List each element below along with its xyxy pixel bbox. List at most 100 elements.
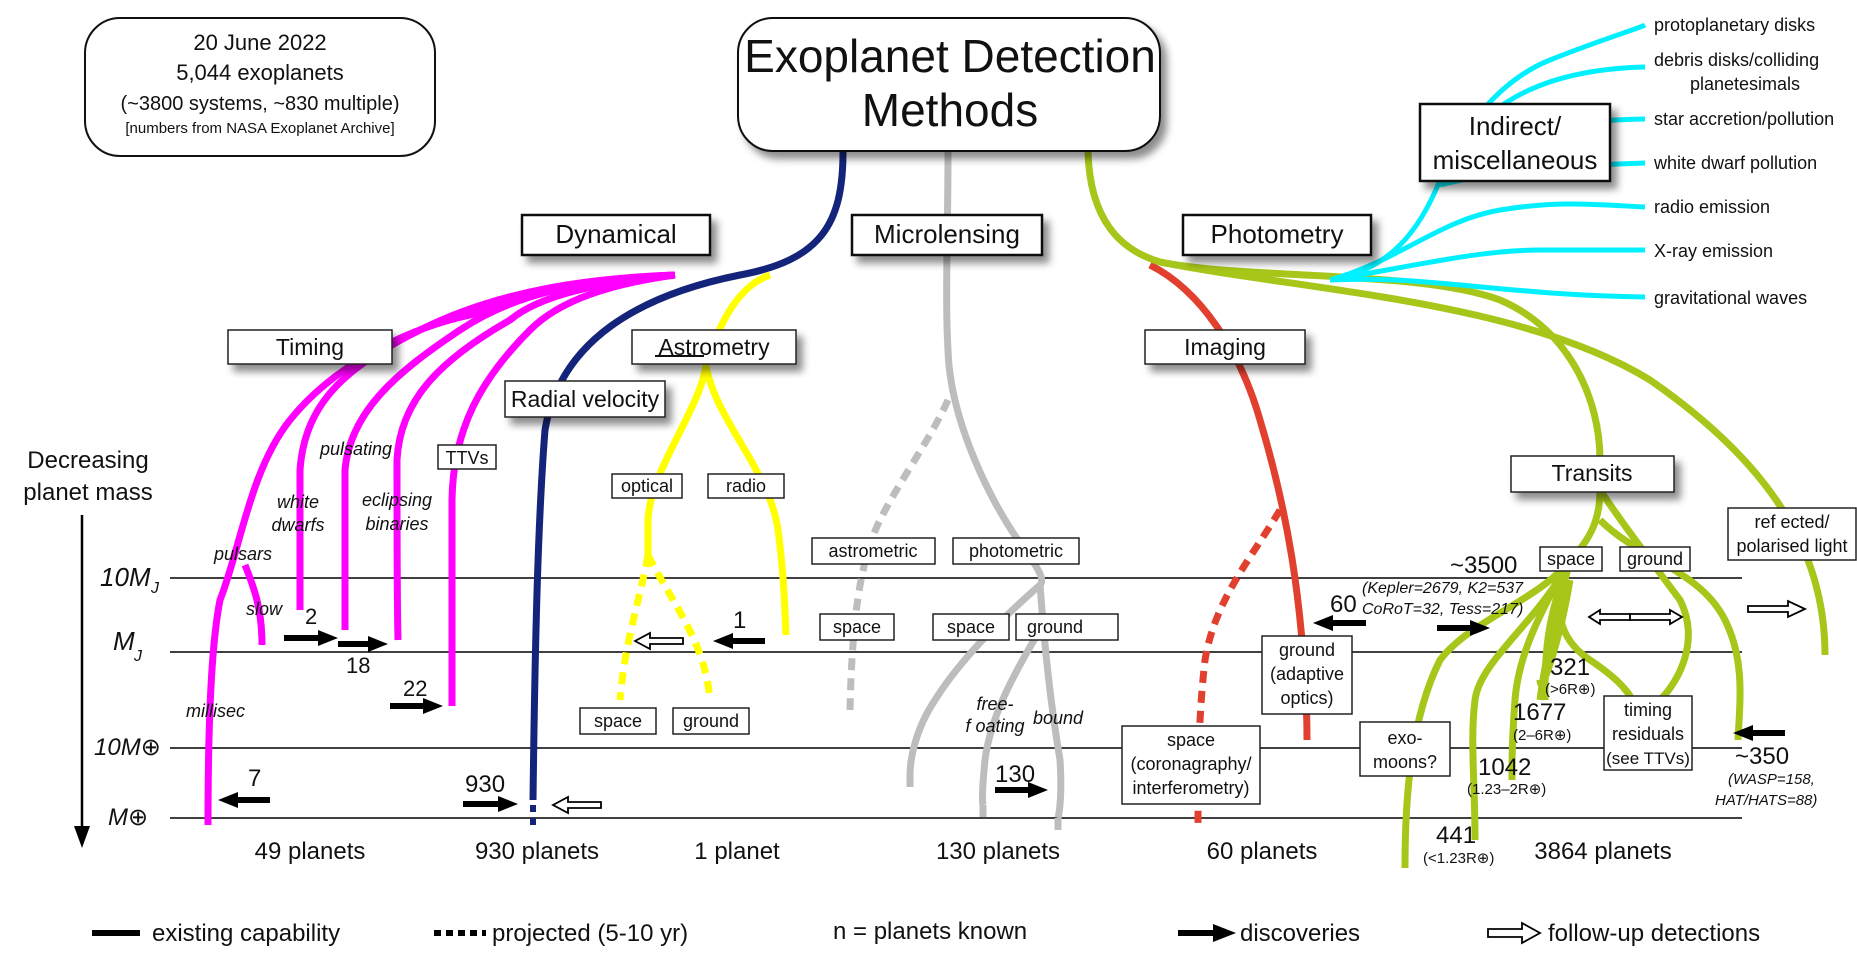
totals-row: 49 planets 930 planets 1 planet 130 plan… — [255, 838, 1672, 865]
svg-text:optical: optical — [621, 476, 673, 496]
transit-space: space — [1539, 546, 1603, 572]
svg-text:Imaging: Imaging — [1184, 334, 1266, 360]
title-line-1: Exoplanet Detection — [744, 30, 1156, 82]
astrometry-tree — [644, 271, 790, 636]
label-pulsating: pulsating — [319, 439, 392, 459]
total-astrometry: 1 planet — [694, 838, 780, 865]
label-ttvs-box: TTVs — [437, 444, 497, 470]
legend: existing capability projected (5-10 yr) … — [92, 918, 1760, 947]
astrometry-projected — [616, 553, 714, 701]
level-10mj: 10M — [100, 562, 151, 592]
svg-text:Radial velocity: Radial velocity — [511, 386, 660, 412]
svg-text:interferometry): interferometry) — [1132, 778, 1249, 798]
svg-text:residuals: residuals — [1612, 724, 1684, 744]
label-millisec: millisec — [186, 701, 245, 721]
count-7: 7 — [248, 765, 261, 792]
micro-photometric: photometric — [952, 537, 1080, 565]
astro-space: space — [579, 707, 657, 735]
followup-arrows — [551, 599, 1808, 815]
legend-followup: follow-up detections — [1548, 920, 1760, 947]
category-photometry: Photometry — [1181, 213, 1373, 257]
sub-radial-velocity: Radial velocity — [504, 380, 666, 418]
timing-tree — [204, 271, 676, 826]
count-1: 1 — [733, 607, 746, 634]
title-box: Exoplanet Detection Methods — [737, 17, 1161, 152]
transit-timing-residuals: timing residuals (see TTVs) — [1603, 695, 1693, 771]
count-441: 441 — [1436, 822, 1476, 849]
sub-transits: Transits — [1510, 455, 1675, 493]
svg-text:space: space — [947, 617, 995, 637]
svg-text:Indirect/: Indirect/ — [1469, 111, 1562, 141]
label-eclipsing: eclipsing — [362, 490, 432, 510]
svg-text:timing: timing — [1624, 700, 1672, 720]
mass-axis: Decreasing planet mass 10M J M J 10M⊕ M⊕ — [23, 447, 161, 848]
transit-exomoons: exo- moons? — [1359, 721, 1451, 777]
title-line-2: Methods — [862, 84, 1038, 136]
info-date: 20 June 2022 — [193, 30, 326, 55]
legend-n-known: n = planets known — [833, 918, 1027, 945]
total-timing: 49 planets — [255, 838, 366, 865]
svg-text:optics): optics) — [1280, 688, 1333, 708]
svg-text:ground: ground — [683, 711, 739, 731]
svg-text:ground: ground — [1279, 640, 1335, 660]
svg-text:J: J — [150, 580, 160, 597]
legend-hollow-arrow — [1487, 921, 1542, 945]
item-accretion: star accretion/pollution — [1654, 109, 1834, 129]
svg-text:J: J — [133, 648, 143, 665]
indirect-items: protoplanetary disks debris disks/collid… — [1653, 15, 1834, 308]
count-321: 321 — [1550, 654, 1590, 681]
total-imaging: 60 planets — [1207, 838, 1318, 865]
svg-text:space: space — [833, 617, 881, 637]
level-mj: M — [113, 626, 135, 656]
svg-text:polarised light: polarised light — [1736, 536, 1847, 556]
svg-text:exo-: exo- — [1387, 728, 1422, 748]
item-wd-pollution: white dwarf pollution — [1653, 153, 1817, 173]
count-1042: 1042 — [1478, 754, 1531, 781]
label-white: white — [277, 492, 319, 512]
total-microlensing: 130 planets — [936, 838, 1060, 865]
transit-reflected: ref ected/ polarised light — [1727, 507, 1857, 561]
count-350: ~350 — [1735, 743, 1789, 770]
legend-discoveries: discoveries — [1240, 920, 1360, 947]
astro-ground: ground — [672, 707, 750, 735]
item-protoplanetary: protoplanetary disks — [1654, 15, 1815, 35]
svg-text:Microlensing: Microlensing — [874, 219, 1020, 249]
axis-label-1: Decreasing — [27, 447, 148, 474]
mass-gridlines — [170, 577, 1742, 819]
svg-text:Photometry: Photometry — [1211, 219, 1344, 249]
info-count: 5,044 exoplanets — [176, 60, 344, 85]
sub-imaging: Imaging — [1144, 329, 1306, 365]
info-source: [numbers from NASA Exoplanet Archive] — [125, 120, 394, 137]
svg-text:astrometric: astrometric — [828, 541, 917, 561]
item-planetesimals: planetesimals — [1690, 74, 1800, 94]
astro-radio: radio — [707, 473, 785, 499]
svg-text:TTVs: TTVs — [446, 448, 489, 468]
item-xray: X-ray emission — [1654, 241, 1773, 261]
info-box: 20 June 2022 5,044 exoplanets (~3800 sys… — [84, 17, 436, 157]
micro-space: space — [932, 613, 1010, 641]
label-bound: bound — [1033, 708, 1084, 728]
label-slow: slow — [246, 599, 283, 619]
category-dynamical: Dynamical — [520, 213, 712, 257]
rv-tree — [529, 151, 847, 801]
micro-ground: ground — [1015, 613, 1119, 641]
item-radio: radio emission — [1654, 197, 1770, 217]
label-pulsars: pulsars — [213, 544, 272, 564]
info-systems: (~3800 systems, ~830 multiple) — [120, 93, 399, 115]
micro-space-a: space — [819, 613, 895, 641]
svg-text:(coronagraphy/: (coronagraphy/ — [1130, 754, 1251, 774]
label-floating: f oating — [965, 716, 1024, 736]
timing-labels: pulsars slow millisec white dwarfs pulsa… — [186, 439, 432, 721]
count-1677: 1677 — [1513, 699, 1566, 726]
total-rv: 930 planets — [475, 838, 599, 865]
count-130: 130 — [995, 761, 1035, 788]
svg-text:space: space — [594, 711, 642, 731]
svg-text:Timing: Timing — [276, 334, 344, 360]
svg-text:space: space — [1547, 549, 1595, 569]
level-10me: 10M⊕ — [94, 734, 161, 761]
discovery-numbers: 7 2 18 22 930 1 130 60 ~3500 (Kepler=267… — [248, 552, 1817, 867]
imaging-space-box: space (coronagraphy/ interferometry) — [1121, 725, 1261, 805]
label-binaries: binaries — [365, 514, 428, 534]
